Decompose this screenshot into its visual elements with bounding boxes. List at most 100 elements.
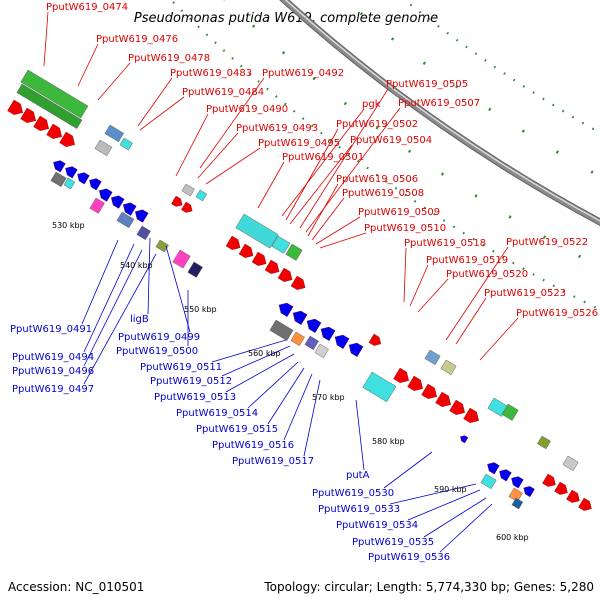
cds-arrow — [554, 481, 568, 495]
cds-arrow — [111, 195, 125, 209]
gene-label-forward: PputW619_0490 — [206, 104, 288, 115]
gene-label-forward: PputW619_0501 — [282, 152, 364, 163]
gene-block-putA — [362, 371, 397, 403]
gene-label-reverse: PputW619_0500 — [116, 346, 198, 357]
gene-label-forward: PputW619_0492 — [262, 68, 344, 79]
cds-arrow — [499, 469, 512, 482]
gene-label-forward: PputW619_0502 — [336, 119, 418, 130]
cds-arrow — [135, 209, 149, 223]
gene-label-forward: PputW619_0507 — [398, 98, 480, 109]
leader-line — [311, 197, 345, 241]
leader-line — [247, 361, 299, 409]
leader-line — [205, 147, 261, 185]
accession-text: Accession: NC_010501 — [8, 580, 145, 594]
cds-arrow — [99, 188, 113, 202]
leader-line — [43, 11, 49, 67]
cds-arrow — [123, 202, 137, 216]
cds-arrow — [566, 489, 580, 503]
gene-block-0476 — [16, 83, 83, 129]
cds-arrow — [523, 486, 535, 498]
leader-line — [285, 128, 339, 221]
gene-label-forward: PputW619_0478 — [128, 53, 210, 64]
gene-label-forward: PputW619_0484 — [182, 87, 264, 98]
leader-line — [417, 278, 449, 313]
gene-label-reverse: PputW619_0515 — [196, 424, 278, 435]
leader-line — [409, 264, 429, 307]
cds-arrow — [368, 333, 382, 346]
gene-label-reverse: PputW619_0494 — [12, 352, 94, 363]
gene-block-0493 — [181, 183, 195, 197]
leader-line — [83, 249, 143, 367]
cds-arrow — [278, 302, 294, 317]
cds-arrow — [393, 367, 409, 383]
gene-block-0511 — [269, 319, 294, 341]
cds-arrow — [306, 318, 322, 333]
cds-arrow — [449, 399, 465, 415]
gene-block-0497 — [155, 239, 169, 253]
leader-line — [199, 77, 265, 169]
gene-label-forward: PputW619_0493 — [236, 123, 318, 134]
cds-arrow — [59, 131, 75, 147]
cds-arrow — [33, 115, 49, 131]
gene-label-reverse: PputW619_0513 — [154, 392, 236, 403]
gene-block-0474 — [20, 69, 89, 119]
genome-summary-text: Topology: circular; Length: 5,774,330 bp… — [264, 580, 594, 594]
leader-line — [267, 367, 305, 425]
gene-label-forward: PputW619_0522 — [506, 237, 588, 248]
leader-line — [225, 353, 295, 393]
kbp-tick-label: 570 kbp — [312, 393, 345, 402]
cds-arrow — [460, 435, 469, 444]
leader-line — [355, 399, 365, 471]
cds-arrow — [290, 275, 306, 290]
leader-line — [319, 232, 367, 249]
gene-label-reverse: PputW619_0530 — [312, 488, 394, 499]
cds-arrow — [292, 310, 308, 325]
cds-arrow — [251, 251, 267, 266]
kbp-tick-label: 590 kbp — [434, 485, 467, 494]
gene-label-forward: PputW619_0509 — [358, 207, 440, 218]
gene-labels: PputW619_0474PputW619_0476PputW619_0478P… — [10, 2, 598, 563]
gene-label-forward: PputW619_0474 — [46, 2, 128, 13]
cds-arrow — [421, 383, 437, 399]
leader-line — [315, 216, 361, 245]
gene-label-reverse: PputW619_0533 — [318, 504, 400, 515]
cds-arrow — [171, 195, 183, 207]
leader-line — [303, 379, 321, 457]
gene-block-0500 — [187, 261, 203, 278]
cds-arrow — [320, 326, 336, 341]
gene-label-forward: pgk — [362, 99, 381, 110]
leader-line — [97, 62, 131, 101]
leader-line — [423, 497, 487, 538]
gene-label-forward: PputW619_0510 — [364, 223, 446, 234]
leader-line — [479, 317, 519, 361]
gene-label-reverse: PputW619_0517 — [232, 456, 314, 467]
leader-line — [281, 108, 365, 217]
cds-arrow — [65, 166, 78, 179]
gene-label-forward: PputW619_0523 — [484, 288, 566, 299]
gene-label-forward: PputW619_0505 — [386, 79, 468, 90]
gene-block-0491 — [50, 171, 67, 188]
leader-line — [289, 144, 353, 225]
gene-label-reverse: PputW619_0491 — [10, 324, 92, 335]
leader-line — [221, 345, 291, 377]
label-leaders — [43, 11, 519, 553]
leader-line — [211, 339, 287, 363]
cds-arrow — [334, 334, 350, 349]
map-title: Pseudomonas putida W619, complete genome — [134, 11, 438, 26]
cds-arrow — [487, 462, 500, 475]
leader-line — [83, 253, 157, 385]
cds-arrow — [20, 107, 36, 123]
gene-features — [7, 69, 592, 511]
gene-block-0533 — [480, 473, 497, 490]
gene-block-0535 — [508, 487, 523, 502]
gene-label-reverse: PputW619_0497 — [12, 384, 94, 395]
cds-arrow — [542, 473, 556, 487]
gene-block-0536 — [511, 497, 524, 510]
gene-label-forward: PputW619_0483 — [170, 68, 252, 79]
cds-arrow — [238, 243, 254, 258]
gene-label-reverse: PputW619_0496 — [12, 366, 94, 377]
cds-arrow — [511, 476, 524, 489]
gene-block-0490 — [119, 137, 133, 151]
kbp-tick-label: 600 kbp — [496, 533, 529, 542]
